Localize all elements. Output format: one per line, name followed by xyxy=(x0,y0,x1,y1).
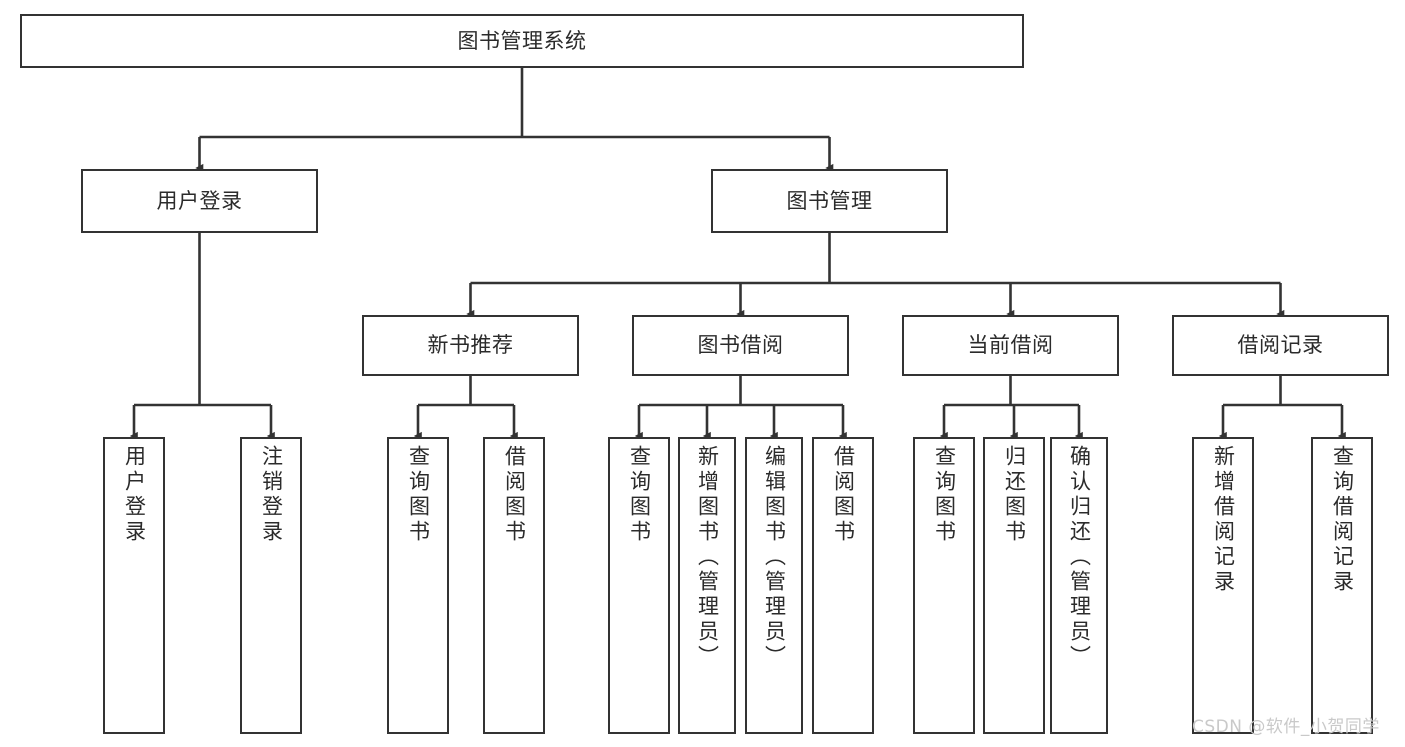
node-label: 用户登录 xyxy=(122,445,147,545)
node-root[interactable]: 图书管理系统 xyxy=(20,14,1024,68)
node-leaf-borrow-add-book[interactable]: 新增图书（管理员） xyxy=(678,437,736,734)
node-leaf-borrow-edit-book[interactable]: 编辑图书（管理员） xyxy=(745,437,803,734)
node-leaf-record-query[interactable]: 查询借阅记录 xyxy=(1311,437,1373,734)
node-label: 新书推荐 xyxy=(427,333,514,358)
node-label: 查询图书 xyxy=(627,445,652,545)
node-leaf-current-confirm-return[interactable]: 确认归还（管理员） xyxy=(1050,437,1108,734)
node-leaf-borrow-borrow-book[interactable]: 借阅图书 xyxy=(812,437,874,734)
node-leaf-borrow-query-book[interactable]: 查询图书 xyxy=(608,437,670,734)
node-current-borrow[interactable]: 当前借阅 xyxy=(902,315,1119,376)
node-label: 查询图书 xyxy=(932,445,957,545)
node-borrow-record[interactable]: 借阅记录 xyxy=(1172,315,1389,376)
node-label: 确认归还（管理员） xyxy=(1067,445,1092,670)
node-leaf-rec-borrow-book[interactable]: 借阅图书 xyxy=(483,437,545,734)
node-label: 借阅图书 xyxy=(502,445,527,545)
node-label: 图书管理系统 xyxy=(457,28,587,53)
node-book-manage[interactable]: 图书管理 xyxy=(711,169,948,233)
node-label: 新增图书（管理员） xyxy=(695,445,720,670)
node-leaf-current-return-book[interactable]: 归还图书 xyxy=(983,437,1045,734)
node-leaf-record-add[interactable]: 新增借阅记录 xyxy=(1192,437,1254,734)
node-label: 查询借阅记录 xyxy=(1330,445,1355,595)
node-label: 注销登录 xyxy=(259,445,284,545)
node-label: 编辑图书（管理员） xyxy=(762,445,787,670)
node-label: 查询图书 xyxy=(406,445,431,545)
node-book-borrow[interactable]: 图书借阅 xyxy=(632,315,849,376)
node-leaf-current-query-book[interactable]: 查询图书 xyxy=(913,437,975,734)
node-label: 新增借阅记录 xyxy=(1211,445,1236,595)
node-new-book-rec[interactable]: 新书推荐 xyxy=(362,315,579,376)
node-label: 借阅记录 xyxy=(1237,333,1324,358)
node-leaf-user-login[interactable]: 用户登录 xyxy=(103,437,165,734)
node-label: 图书管理 xyxy=(786,188,873,213)
node-label: 图书借阅 xyxy=(697,333,784,358)
node-user-login[interactable]: 用户登录 xyxy=(81,169,318,233)
node-leaf-rec-query-book[interactable]: 查询图书 xyxy=(387,437,449,734)
node-label: 借阅图书 xyxy=(831,445,856,545)
node-leaf-user-logout[interactable]: 注销登录 xyxy=(240,437,302,734)
node-label: 用户登录 xyxy=(156,188,243,213)
node-label: 归还图书 xyxy=(1002,445,1027,545)
node-label: 当前借阅 xyxy=(967,333,1054,358)
